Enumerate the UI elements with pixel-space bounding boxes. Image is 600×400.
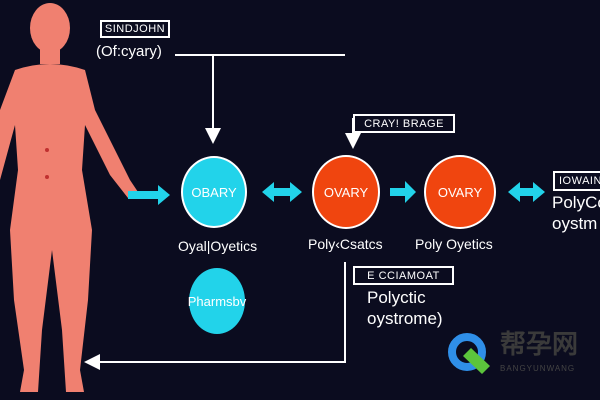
node-1-caption: Oyal|Oyetics [178,238,258,254]
bottom-line-2: oystrome) [367,309,443,328]
right-line-2: oystm [552,214,598,233]
right-arrow-icon [128,185,170,205]
double-arrow-icon [262,182,302,202]
node-label: OVARY [323,184,369,200]
marker-dot [45,148,49,152]
ovary-node-3: OVARY [424,155,496,229]
node-2-caption: Poly‹Csatcs [308,236,383,252]
watermark-logo: 帮孕网 BANGYUNWANG [445,330,600,380]
woman-silhouette-icon [0,3,140,392]
bottom-line-1: Polyctic [367,288,426,307]
double-arrow-icon [508,182,545,202]
cray-brage-box: CRAY! BRAGE [353,114,455,133]
node-3-caption: Poly Oyetics [415,236,493,252]
flow-arrows [128,181,545,205]
return-arrow [84,262,346,370]
logo-q-icon [448,333,490,374]
node-label: OBARY [191,184,237,200]
marker-dot [45,175,49,179]
watermark-text: 帮孕网 [500,330,579,360]
node-label: Pharmsbv [187,293,247,309]
pharmsbv-node: Pharmsbv [187,268,247,334]
watermark-subtext: BANGYUNWANG [500,364,576,373]
ovary-node-1: OBARY [181,156,247,228]
sindjohn-box: SINDJOHN [100,20,170,38]
top-left-caption: (Of:cyary) [96,43,162,60]
ovary-node-2: OVARY [312,155,380,229]
iowain-box: IOWAIN [553,171,600,191]
node-label: OVARY [437,184,483,200]
right-arrow-icon [390,181,416,203]
bottom-box: E CCIAMOAT [353,266,454,285]
